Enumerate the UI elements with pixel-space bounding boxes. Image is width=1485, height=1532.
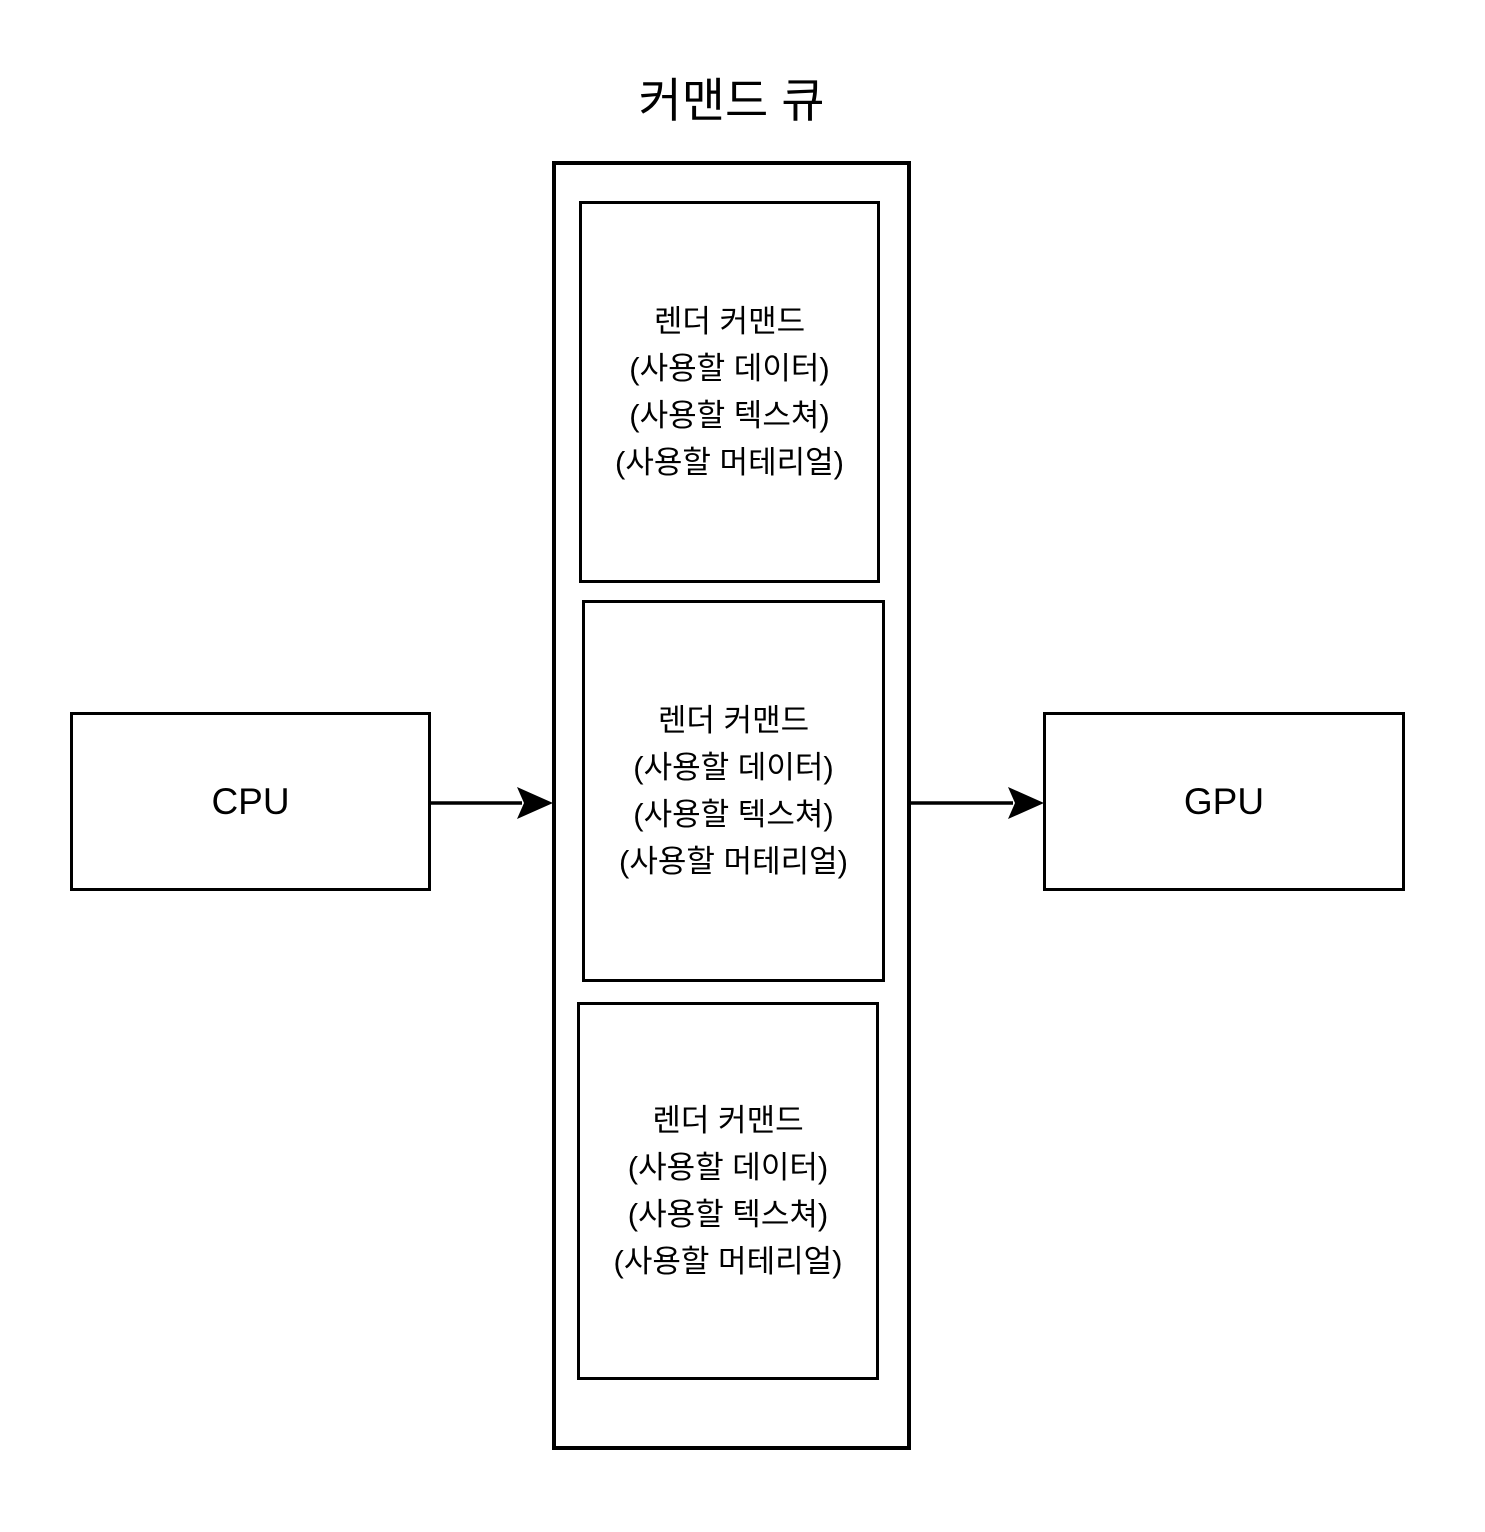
render-command-box-2: 렌더 커맨드 (사용할 데이터) (사용할 텍스쳐) (사용할 머테리얼) [582, 600, 885, 982]
queue-to-gpu-arrow-icon [910, 787, 1044, 819]
cpu-to-queue-arrow-icon [430, 787, 553, 819]
render-command-line: (사용할 텍스쳐) [633, 797, 834, 832]
command-queue-title: 커맨드 큐 [638, 74, 825, 127]
render-command-line: (사용할 머테리얼) [615, 445, 844, 480]
gpu-label: GPU [1183, 780, 1265, 822]
render-command-box-3: 렌더 커맨드 (사용할 데이터) (사용할 텍스쳐) (사용할 머테리얼) [577, 1002, 879, 1380]
render-command-line: 렌더 커맨드 [652, 1103, 804, 1138]
cpu-box: CPU [70, 712, 431, 891]
render-command-line: 렌더 커맨드 [657, 703, 810, 738]
render-command-line: (사용할 데이터) [633, 750, 834, 785]
render-command-line: 렌더 커맨드 [653, 304, 806, 339]
cpu-label: CPU [211, 780, 290, 822]
render-command-line: (사용할 텍스쳐) [627, 1197, 829, 1232]
render-command-line: (사용할 텍스쳐) [629, 398, 830, 433]
render-command-line: (사용할 데이터) [629, 351, 830, 386]
render-command-line: (사용할 데이터) [627, 1150, 829, 1185]
gpu-box: GPU [1043, 712, 1405, 891]
render-command-line: (사용할 머테리얼) [613, 1244, 843, 1279]
render-command-box-1: 렌더 커맨드 (사용할 데이터) (사용할 텍스쳐) (사용할 머테리얼) [579, 201, 880, 583]
render-command-line: (사용할 머테리얼) [619, 844, 848, 879]
